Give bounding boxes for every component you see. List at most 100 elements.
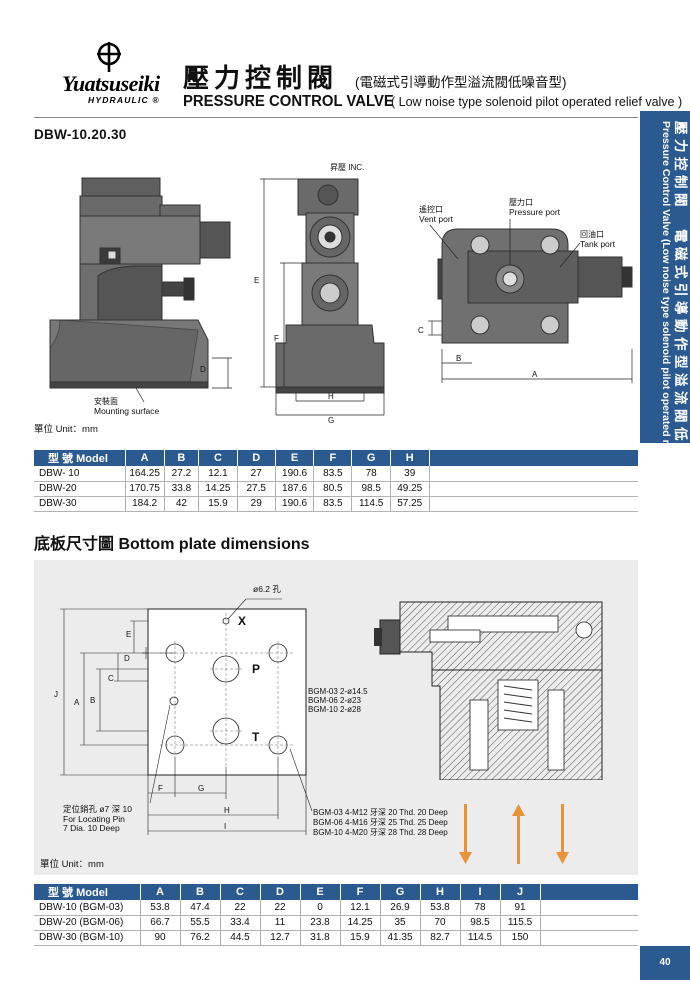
table-cell: DBW-30 (BGM-10) <box>34 930 140 946</box>
table-header: F <box>339 884 380 900</box>
table-cell: 12.1 <box>198 466 238 482</box>
table-header: H <box>389 450 430 466</box>
locating-pin-en1: For Locating Pin <box>63 813 125 824</box>
flow-arrows <box>459 804 569 864</box>
table-cell: 26.9 <box>379 900 420 916</box>
table-cell: 22 <box>259 900 300 916</box>
table-row: DBW-30 184.2 42 15.9 29 190.6 83.5 114.5… <box>34 496 638 512</box>
table-cell: 98.5 <box>351 481 391 497</box>
dim-g-label: G <box>328 416 334 425</box>
side-view-drawing: D <box>49 177 232 403</box>
dim-h2-label: H <box>224 806 230 815</box>
table-cell: 80.5 <box>313 481 352 497</box>
table-header: B <box>163 450 199 466</box>
table-cell: 47.4 <box>179 900 220 916</box>
table-header: 型 號 Model <box>34 884 140 900</box>
table-cell: 57.25 <box>389 496 430 512</box>
dim-a2-label: A <box>74 698 80 707</box>
dim-a-label: A <box>532 370 538 379</box>
vent-label-cn: 遙控口 <box>419 205 443 214</box>
table-cell: 114.5 <box>459 930 500 946</box>
table-cell: 53.8 <box>139 900 180 916</box>
mount-label-en: Mounting surface <box>94 406 160 416</box>
cross-section-drawing <box>374 601 603 780</box>
table-cell: 76.2 <box>179 930 220 946</box>
table-header: E <box>299 884 340 900</box>
dim-b2-label: B <box>90 696 95 705</box>
pressure-label-en: Pressure port <box>509 207 561 217</box>
table-row: DBW- 10 164.25 27.2 12.1 27 190.6 83.5 7… <box>34 466 638 482</box>
table-cell: 49.25 <box>389 481 430 497</box>
top-view-drawing: B A C <box>418 219 633 383</box>
table-cell: 78 <box>459 900 500 916</box>
table-cell: 31.8 <box>299 930 340 946</box>
unit-label-1: 單位 Unit：mm <box>34 424 98 435</box>
dim-i2-label: I <box>224 822 226 831</box>
table-row: DBW-10 (BGM-03) 53.8 47.4 22 22 0 12.1 2… <box>34 900 638 916</box>
table-cell: 14.25 <box>198 481 238 497</box>
table-cell: 83.5 <box>313 496 352 512</box>
port-size-item: BGM-03 2-ø14.5 <box>308 687 368 696</box>
port-p-label: P <box>252 662 261 676</box>
table-header: I <box>459 884 500 900</box>
table-header-row: 型 號 Model A B C D E F G H I J <box>34 884 638 900</box>
table-header-empty <box>428 450 638 466</box>
table-cell: DBW- 10 <box>34 466 126 482</box>
table-cell-empty <box>428 466 638 482</box>
logo-subtext: HYDRAULIC ® <box>88 95 160 105</box>
table-cell: 35 <box>379 915 420 931</box>
tank-label-cn: 回油口 <box>580 230 604 239</box>
table-header: F <box>313 450 352 466</box>
table-header-empty <box>539 884 638 900</box>
table-cell: 190.6 <box>274 496 314 512</box>
mount-label-cn: 安裝面 <box>94 397 118 406</box>
table-cell: 53.8 <box>419 900 460 916</box>
table-cell-empty <box>539 930 638 946</box>
table-cell: DBW-20 (BGM-06) <box>34 915 140 931</box>
header-divider <box>34 117 638 118</box>
dim-c-label: C <box>418 326 424 335</box>
table-header: A <box>124 450 165 466</box>
table-cell: 39 <box>389 466 430 482</box>
inc-label: 昇壓 INC. <box>330 163 365 172</box>
table-cell: 70 <box>419 915 460 931</box>
table-cell-empty <box>539 900 638 916</box>
dimension-table-2: 型 號 Model A B C D E F G H I J DBW-10 (BG… <box>34 884 638 946</box>
page-subtitle-en: ( Low noise type solenoid pilot operated… <box>391 95 683 109</box>
table-header: G <box>379 884 420 900</box>
table-cell: 42 <box>163 496 199 512</box>
table-cell: 23.8 <box>299 915 340 931</box>
dim-j-label: J <box>54 690 58 699</box>
table-header: C <box>198 450 238 466</box>
table-cell: DBW-10 (BGM-03) <box>34 900 140 916</box>
table-header: C <box>219 884 260 900</box>
table-header-row: 型 號 Model A B C D E F G H <box>34 450 638 466</box>
table-cell: 15.9 <box>339 930 380 946</box>
model-title: DBW-10.20.30 <box>34 127 127 142</box>
table-cell: 12.1 <box>339 900 380 916</box>
thread-size-item: BGM-10 4-M20 牙深 28 Thd. 28 Deep <box>313 828 448 837</box>
port-size-item: BGM-06 2-ø23 <box>308 696 361 705</box>
table-header: D <box>259 884 300 900</box>
table-cell: 27.5 <box>236 481 276 497</box>
logo-wordmark: Yuatsuseiki <box>62 71 160 96</box>
side-tab-text: 壓力控制閥 電磁式引導動作型溢流閥低噪音型 Pressure Control V… <box>660 121 690 500</box>
dim-d2-label: D <box>124 654 130 663</box>
dim-c2-label: C <box>108 674 114 683</box>
table-row: DBW-30 (BGM-10) 90 76.2 44.5 12.7 31.8 1… <box>34 930 638 946</box>
dim-g2-label: G <box>198 784 204 793</box>
table-cell: 190.6 <box>274 466 314 482</box>
table-cell-empty <box>539 915 638 931</box>
table-cell: 14.25 <box>339 915 380 931</box>
table-cell: 184.2 <box>124 496 165 512</box>
table-cell: 44.5 <box>219 930 260 946</box>
table-cell: 27.2 <box>163 466 199 482</box>
table-cell: 170.75 <box>124 481 165 497</box>
table-cell: DBW-20 <box>34 481 126 497</box>
table-header: E <box>274 450 314 466</box>
bottom-plate-title: 底板尺寸圖 Bottom plate dimensions <box>34 536 310 553</box>
port-t-label: T <box>252 730 260 744</box>
side-tab-cn: 壓力控制閥 電磁式引導動作型溢流閥低噪音型 <box>673 121 688 499</box>
thread-size-item: BGM-06 4-M16 牙深 25 Thd. 25 Deep <box>313 818 448 827</box>
unit-label-2: 單位 Unit：mm <box>40 859 104 870</box>
